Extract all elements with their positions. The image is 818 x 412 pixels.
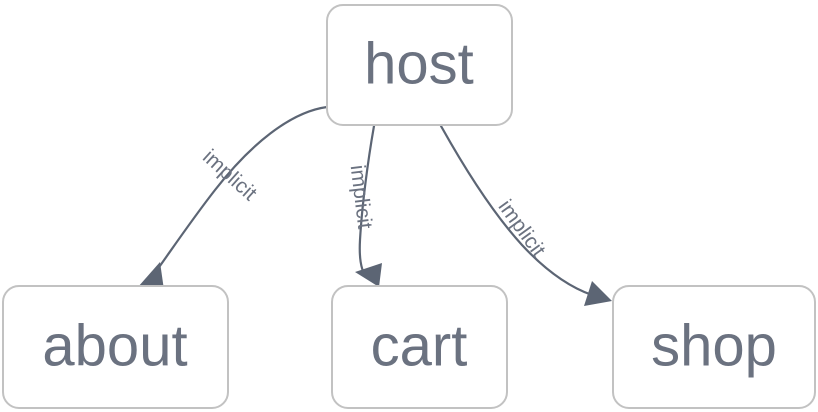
node-host-box xyxy=(326,4,513,126)
node-cart[interactable]: cart xyxy=(331,285,508,409)
node-shop[interactable]: shop xyxy=(612,285,816,409)
node-about-box xyxy=(2,285,229,409)
edge-host-shop-label: implicit xyxy=(494,196,550,262)
edge-host-about-arrowhead xyxy=(138,262,164,290)
edge-host-cart-path xyxy=(358,124,376,278)
node-cart-label: cart xyxy=(371,313,468,378)
edge-host-cart-arrowhead xyxy=(355,263,382,287)
node-about-label: about xyxy=(42,313,187,378)
edge-host-about-path xyxy=(150,105,329,279)
node-shop-label: shop xyxy=(651,313,777,378)
node-about[interactable]: about xyxy=(2,285,229,409)
edge-host-cart-label: implicit xyxy=(346,164,377,231)
edge-host-shop[interactable]: implicit xyxy=(439,124,612,306)
node-host-label: host xyxy=(364,31,474,96)
edge-host-shop-arrowhead xyxy=(584,281,612,306)
edge-host-shop-path xyxy=(439,124,594,297)
edge-host-about[interactable]: implicit xyxy=(138,105,329,290)
edge-host-about-label: implicit xyxy=(198,145,261,205)
node-host[interactable]: host xyxy=(326,4,513,126)
node-cart-box xyxy=(331,285,508,409)
edge-host-cart[interactable]: implicit xyxy=(346,124,382,287)
node-shop-box xyxy=(612,285,816,409)
